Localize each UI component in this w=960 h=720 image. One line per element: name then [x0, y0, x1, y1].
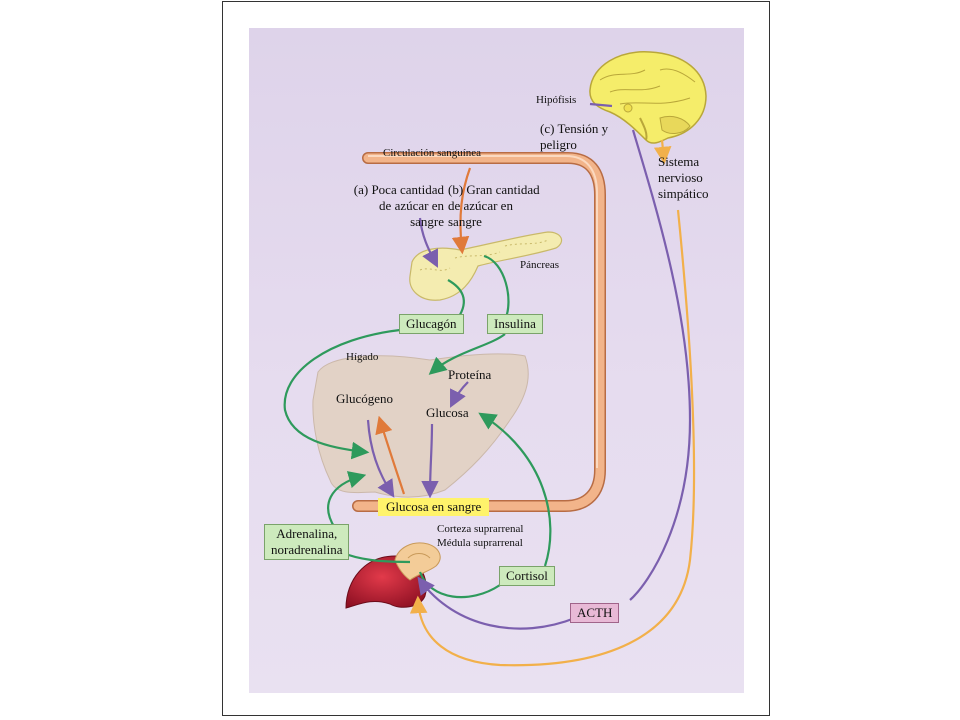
acth-box: ACTH: [570, 603, 620, 623]
cortisol-box: Cortisol: [499, 566, 555, 586]
glucosa-label: Glucosa: [426, 405, 469, 420]
tension-label: (c) Tensión y peligro: [540, 121, 609, 152]
purple-arrows: [366, 102, 692, 630]
hipofisis-label: Hipófisis: [536, 94, 577, 106]
adrenal-kidney: [345, 542, 441, 609]
adrenalina-box: Adrenalina, noradrenalina: [264, 524, 350, 560]
poca-label: (a) Poca cantidad de azúcar en sangre: [353, 182, 444, 229]
yellow-arrows: [409, 139, 696, 667]
orange-arrows: [375, 167, 472, 495]
blood-vessel: [352, 152, 606, 512]
pancreas-label: Páncreas: [520, 259, 560, 271]
higado-label: Hígado: [346, 351, 379, 363]
insulina-box: Insulina: [487, 314, 543, 334]
glucosa-en-sangre-label: Glucosa en sangre: [378, 498, 490, 516]
gran-label: (b) Gran cantidad de azúcar en sangre: [448, 182, 540, 229]
sistema-label: Sistema nervioso simpático: [658, 154, 709, 201]
glucogeno-label: Glucógeno: [336, 391, 394, 406]
glucagon-box: Glucagón: [399, 314, 464, 334]
corteza-label: Corteza suprarrenal: [437, 523, 524, 535]
proteina-label: Proteína: [448, 367, 492, 382]
brain-illustration: [589, 51, 707, 144]
medula-label: Médula suprarrenal: [437, 537, 523, 549]
circulacion-label: Circulación sanguínea: [383, 147, 482, 159]
